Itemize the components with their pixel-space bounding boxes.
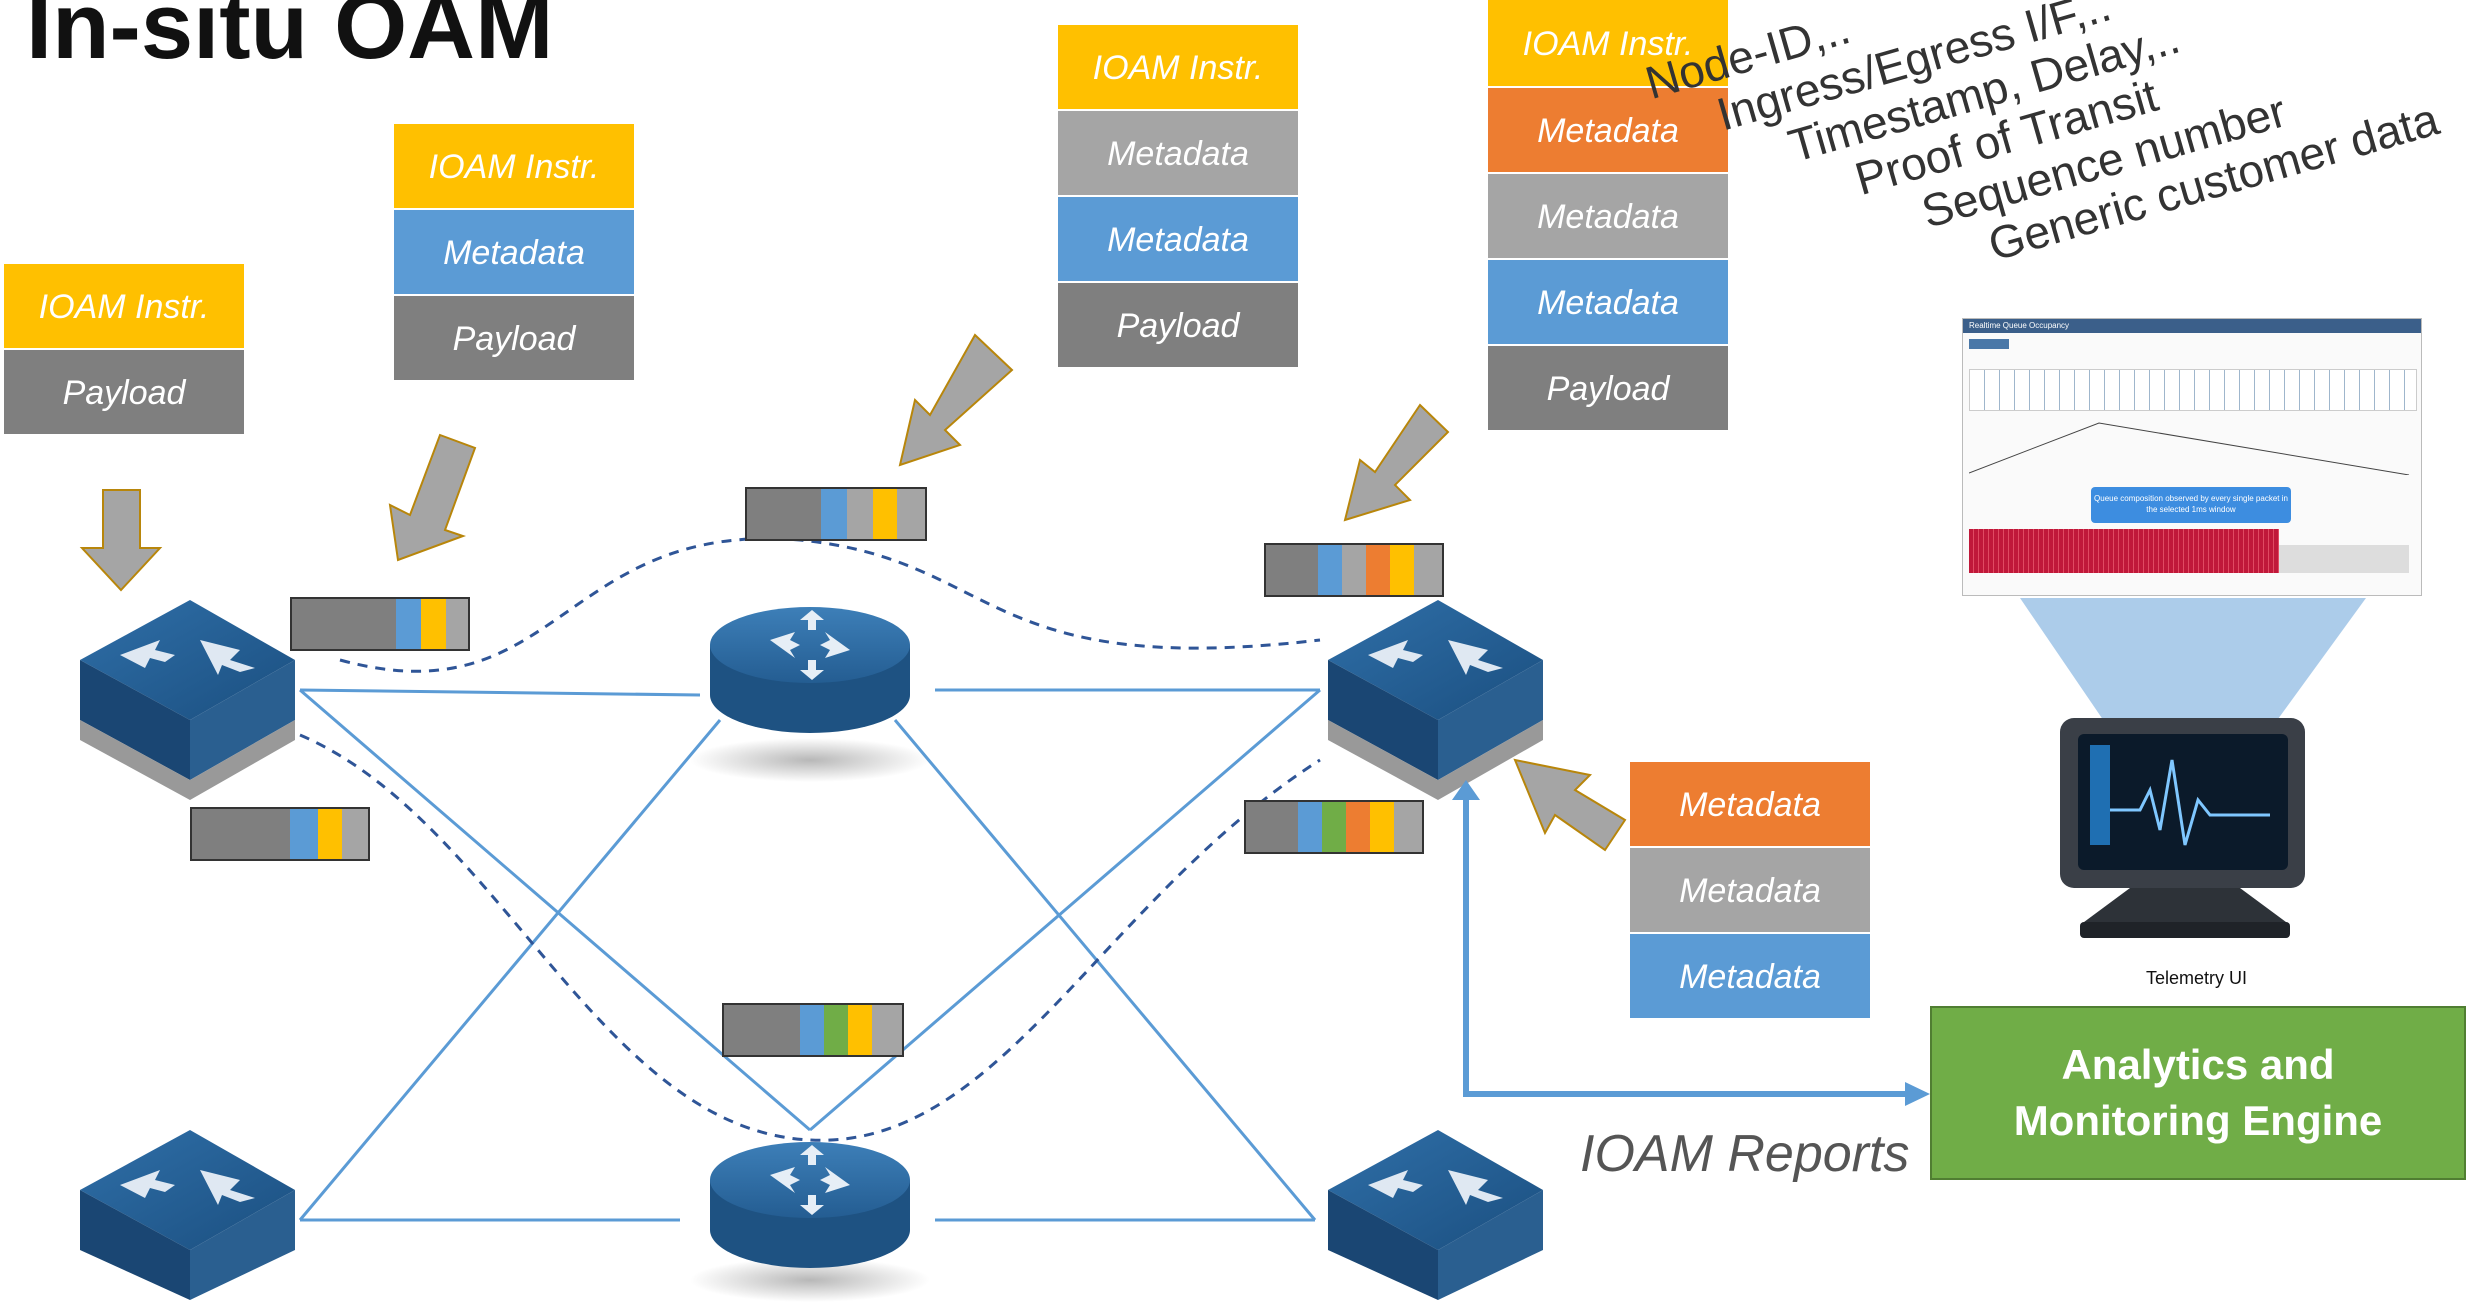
metadata-cell: Metadata (1630, 762, 1870, 848)
metadata-cell: Metadata (1488, 260, 1728, 346)
switch-icon-top-right (1328, 600, 1543, 800)
router-icon-top (690, 607, 930, 782)
packet-strip (1264, 543, 1444, 597)
stack-hop2: IOAM Instr. Metadata Metadata Payload (1058, 25, 1298, 369)
ioam-instr-cell: IOAM Instr. (1058, 25, 1298, 111)
analytics-engine-box: Analytics and Monitoring Engine (1930, 1006, 2466, 1180)
screenshot-header: Realtime Queue Occupancy (1963, 319, 2421, 333)
reports-arrow (1463, 795, 1910, 1097)
switch-icon-bottom-right (1328, 1130, 1543, 1300)
payload-cell: Payload (4, 350, 244, 436)
engine-line1: Analytics and (2061, 1041, 2335, 1088)
metadata-cell: Metadata (394, 210, 634, 296)
telemetry-ui-label: Telemetry UI (2146, 968, 2248, 988)
payload-cell: Payload (1488, 346, 1728, 432)
router-icon-bottom (690, 1142, 930, 1302)
packet-strip (290, 597, 470, 651)
metadata-cell: Metadata (1630, 934, 1870, 1020)
packet-strip (190, 807, 370, 861)
stack-hop3: IOAM Instr. Metadata Metadata Metadata P… (1488, 0, 1728, 432)
packet-strip (722, 1003, 904, 1057)
stack-hop1: IOAM Instr. Metadata Payload (394, 124, 634, 382)
metadata-cell: Metadata (1488, 88, 1728, 174)
stack-ingress: IOAM Instr. Payload (4, 264, 244, 436)
monitor-icon (2060, 718, 2305, 938)
ioam-instr-cell: IOAM Instr. (4, 264, 244, 350)
engine-line2: Monitoring Engine (2013, 1097, 2383, 1144)
payload-cell: Payload (1058, 283, 1298, 369)
payload-cell: Payload (394, 296, 634, 382)
screenshot-tooltip: Queue composition observed by every sing… (2091, 487, 2291, 523)
metadata-cell: Metadata (1058, 197, 1298, 283)
insert-arrows (79, 333, 1627, 852)
metadata-cell: Metadata (1488, 174, 1728, 260)
ioam-reports-label: IOAM Reports (1580, 1125, 1910, 1183)
switch-icon-bottom-left (80, 1130, 295, 1300)
telemetry-screenshot: Realtime Queue Occupancy Queue compositi… (1962, 318, 2422, 596)
page-title: In-situ OAM (26, 0, 554, 78)
ioam-instr-cell: IOAM Instr. (1488, 0, 1728, 88)
metadata-cell: Metadata (1630, 848, 1870, 934)
stack-egress-metadata: Metadata Metadata Metadata (1630, 762, 1870, 1020)
packet-strip (1244, 800, 1424, 854)
packet-strip (745, 487, 927, 541)
switch-icon-top-left (80, 600, 295, 800)
projection-cone (2020, 598, 2366, 730)
metadata-cell: Metadata (1058, 111, 1298, 197)
ioam-instr-cell: IOAM Instr. (394, 124, 634, 210)
